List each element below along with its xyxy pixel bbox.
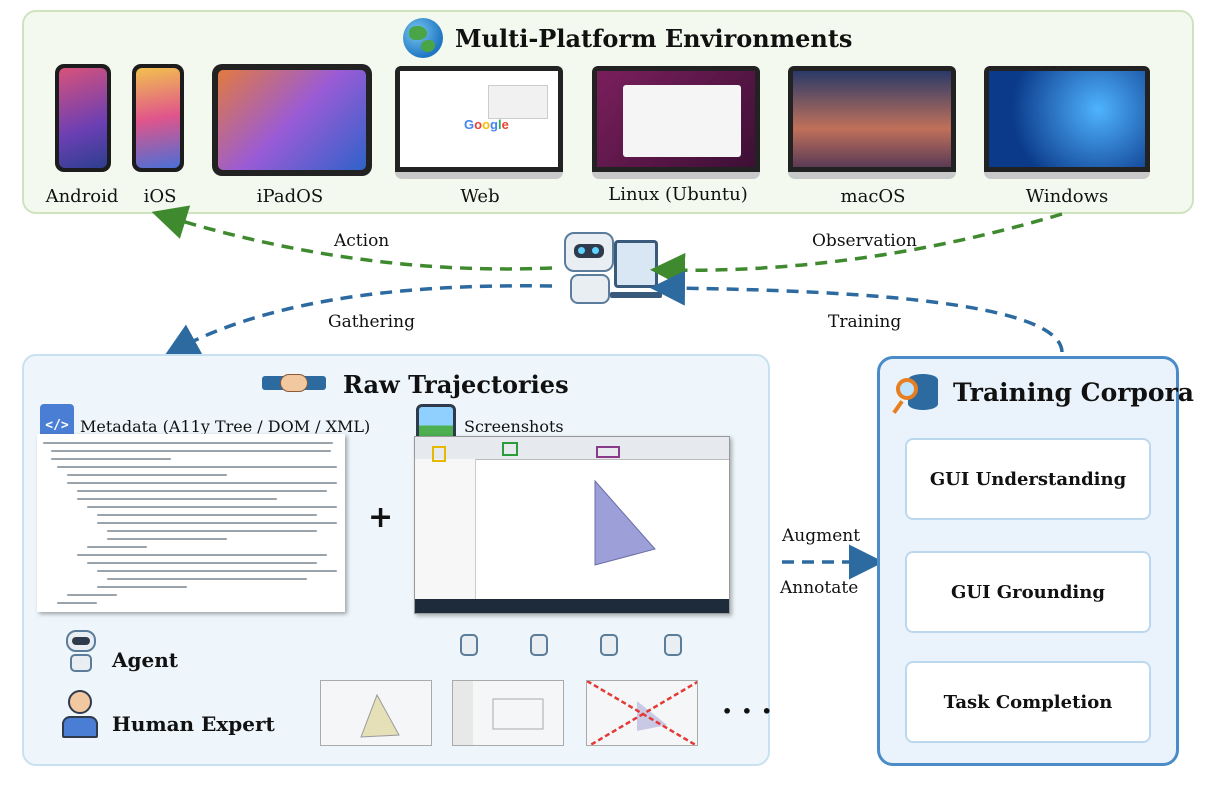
- web-device: Google: [395, 66, 563, 179]
- trajectory-thumbnail: [320, 680, 432, 746]
- cad-screenshot: [414, 436, 730, 614]
- platform-label-ipados: iPadOS: [256, 186, 324, 207]
- observation-label: Observation: [812, 231, 917, 251]
- screenshots-label: Screenshots: [464, 417, 564, 436]
- gathering-label: Gathering: [328, 312, 415, 332]
- windows-device: [984, 66, 1150, 179]
- human-expert-label: Human Expert: [112, 712, 275, 736]
- database-search-icon: [892, 370, 944, 418]
- globe-icon: [403, 18, 443, 58]
- plus-sign: +: [368, 500, 394, 535]
- walking-robot-icon: [460, 634, 478, 656]
- walking-robot-icon: [664, 634, 682, 656]
- human-expert-icon: [58, 690, 102, 740]
- android-device: [55, 64, 111, 172]
- augment-label: Augment: [782, 526, 861, 546]
- raw-trajectories-title: Raw Trajectories: [343, 370, 569, 399]
- failed-trajectory-thumbnail: [586, 680, 698, 746]
- observation-arrow: [650, 212, 1063, 288]
- training-corpora-title: Training Corpora: [953, 378, 1194, 407]
- platform-label-web: Web: [460, 186, 500, 207]
- corpus-task-completion: Task Completion: [905, 661, 1151, 743]
- training-label: Training: [828, 312, 902, 332]
- ios-device: [132, 64, 184, 172]
- annotate-label: Annotate: [780, 578, 859, 598]
- linux-device: [592, 66, 760, 179]
- action-label: Action: [334, 231, 390, 251]
- platform-label-android: Android: [45, 186, 119, 207]
- more-ellipsis: • • •: [722, 702, 774, 721]
- platform-label-macos: macOS: [840, 186, 906, 207]
- walking-robot-icon: [530, 634, 548, 656]
- environments-title: Multi-Platform Environments: [455, 24, 853, 53]
- walking-robot-icon: [600, 634, 618, 656]
- agent-robot-icon: [62, 630, 100, 674]
- platform-label-windows: Windows: [1025, 186, 1109, 207]
- metadata-document: [37, 434, 345, 612]
- platform-label-ios: iOS: [143, 186, 177, 207]
- macos-device: [788, 66, 956, 179]
- trajectory-thumbnail: [452, 680, 564, 746]
- gathering-arrow: [163, 284, 553, 357]
- corpus-gui-grounding: GUI Grounding: [905, 551, 1151, 633]
- action-arrow: [151, 205, 553, 271]
- ipados-device: [212, 64, 372, 176]
- corpus-gui-understanding: GUI Understanding: [905, 438, 1151, 520]
- platform-label-linux: Linux (Ubuntu): [608, 184, 748, 205]
- handshake-icon: [262, 370, 326, 396]
- agent-label: Agent: [112, 648, 179, 672]
- metadata-label: Metadata (A11y Tree / DOM / XML): [80, 417, 371, 436]
